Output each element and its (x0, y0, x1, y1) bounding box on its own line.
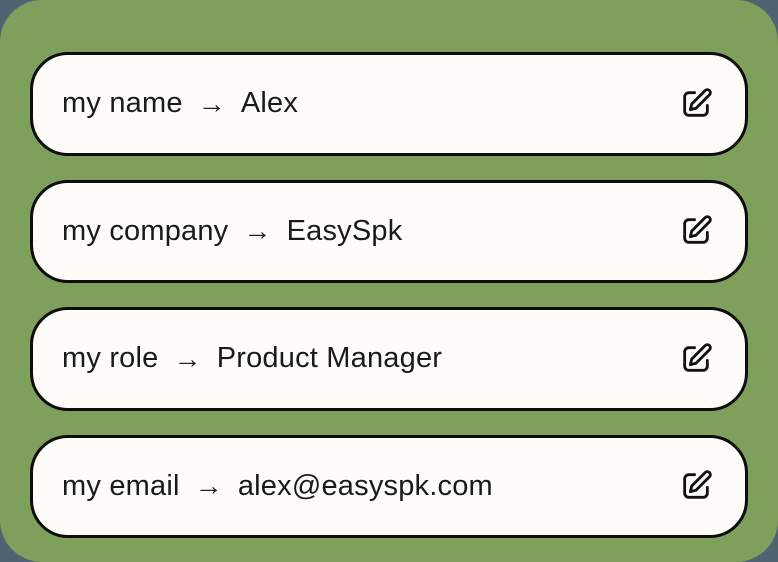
field-value: Product Manager (216, 342, 443, 375)
edit-icon (679, 342, 713, 376)
edit-icon (679, 469, 713, 503)
field-row-name: my name → Alex (30, 52, 748, 156)
field-value: alex@easyspk.com (237, 469, 493, 502)
field-label: my role (62, 342, 159, 375)
arrow-icon: → (194, 470, 223, 502)
edit-button[interactable] (677, 467, 715, 505)
field-label: my company (62, 214, 229, 247)
arrow-icon: → (173, 342, 202, 374)
arrow-icon: → (197, 87, 226, 119)
edit-button[interactable] (677, 340, 715, 378)
edit-icon (679, 214, 713, 248)
field-value: EasySpk (286, 214, 403, 247)
field-row-email: my email → alex@easyspk.com (30, 434, 748, 538)
edit-icon (679, 87, 713, 121)
field-value: Alex (240, 87, 299, 120)
field-label: my email (62, 469, 180, 502)
edit-button[interactable] (677, 85, 715, 123)
field-label: my name (62, 87, 183, 120)
field-row-role: my role → Product Manager (30, 307, 748, 411)
edit-button[interactable] (677, 212, 715, 250)
field-row-company: my company → EasySpk (30, 179, 748, 283)
arrow-icon: → (243, 215, 272, 247)
